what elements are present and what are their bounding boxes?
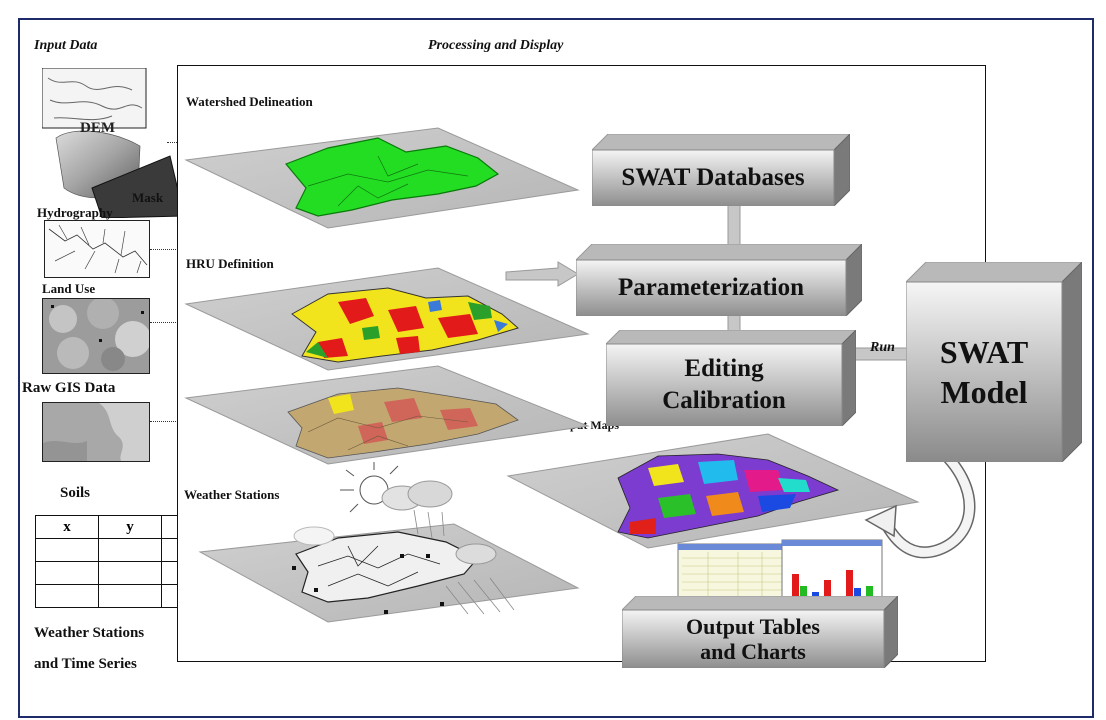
weather-time-series-label-1: Weather Stations <box>34 625 145 641</box>
hru-layer-label: HRU Definition <box>186 256 274 271</box>
output-maps-layer <box>506 433 920 549</box>
swat-text: SWAT <box>939 334 1029 370</box>
table-header-x: x <box>35 515 99 539</box>
output-tables-box: Output Tables and Charts <box>622 596 898 668</box>
swat-databases-box: SWAT Databases <box>592 134 850 206</box>
connector-hydro <box>150 249 178 250</box>
swat-databases-text: SWAT Databases <box>621 164 805 191</box>
dem-label: DEM <box>80 120 115 136</box>
processing-panel: Watershed Delineation HRU Definition Wea… <box>177 65 1082 668</box>
dem-image <box>42 68 185 218</box>
connector-db-param <box>727 203 741 247</box>
land-use-label: Land Use <box>42 281 96 296</box>
swat-model-box: SWAT Model <box>906 262 1082 462</box>
run-label: Run <box>870 340 895 355</box>
mask-label: Mask <box>132 190 164 205</box>
connector-soils <box>150 421 178 422</box>
hydrography-thumbnail <box>44 220 150 278</box>
editing-text: Editing <box>684 355 764 382</box>
land-use-image <box>49 299 149 371</box>
editing-calibration-box: Editing Calibration <box>606 330 856 426</box>
output-tables-text: Output Tables and Charts <box>622 610 884 668</box>
watershed-layer-label: Watershed Delineation <box>186 94 313 109</box>
swat-model-text: SWAT Model <box>906 282 1062 462</box>
weather-layer <box>198 462 580 623</box>
connector-landuse <box>150 322 178 323</box>
soils-thumbnail <box>42 402 150 462</box>
parameterization-box: Parameterization <box>576 244 862 316</box>
input-data-header: Input Data <box>34 38 98 53</box>
table-header-y: y <box>98 515 162 539</box>
parameterization-text: Parameterization <box>617 274 805 301</box>
raw-gis-label: Raw GIS Data <box>22 380 116 396</box>
landuse-layer <box>184 365 590 465</box>
arrow-to-parameterization <box>505 261 579 287</box>
land-use-thumbnail <box>42 298 150 374</box>
soils-label: Soils <box>60 485 91 501</box>
hru-layer <box>184 267 590 371</box>
calibration-text: Calibration <box>662 387 786 414</box>
diagram-frame: Input Data Processing and Display DEM Ma… <box>18 18 1094 718</box>
output-tables-line-2: and Charts <box>700 639 806 664</box>
hydrography-label: Hydrography <box>37 205 113 220</box>
processing-header: Processing and Display <box>428 38 564 53</box>
output-tables-line-1: Output Tables <box>686 614 820 639</box>
soils-image <box>43 403 149 461</box>
hydrography-image <box>48 224 148 274</box>
editing-calibration-text: Editing Calibration <box>606 344 842 426</box>
processing-graphics <box>184 127 976 623</box>
weather-time-series-label-2: and Time Series <box>34 656 137 672</box>
weather-layer-label: Weather Stations <box>184 487 280 502</box>
model-text: Model <box>940 374 1028 410</box>
watershed-layer <box>184 127 580 229</box>
connector-dem <box>167 142 179 143</box>
